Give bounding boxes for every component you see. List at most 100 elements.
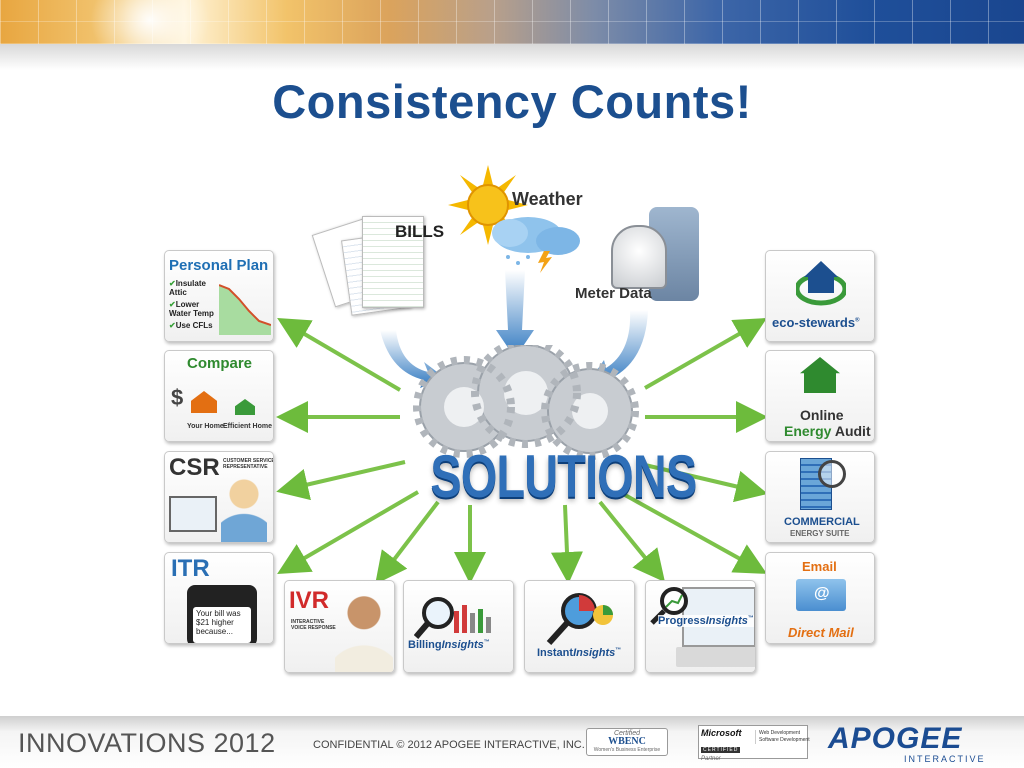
csr-tile[interactable]: CSR CUSTOMER SERVICE REPRESENTATIVE: [164, 451, 274, 543]
check-icon: ✔: [169, 279, 176, 288]
magnifier-pie-icon: [546, 593, 613, 646]
electric-meter-icon: [611, 225, 667, 289]
meter-input: Meter Data: [575, 205, 715, 310]
top-banner: [0, 0, 1024, 44]
apogee-sub: INTERACTIVE: [904, 754, 986, 764]
arrow-to-personal-plan: [277, 317, 402, 392]
ivr-title: IVR: [289, 587, 330, 614]
eco-house-icon: [796, 261, 846, 306]
commercial-line2: ENERGY SUITE: [790, 529, 850, 538]
progress-prefix: Progress: [658, 615, 706, 627]
plan-item-3: ✔Use CFLs: [169, 321, 221, 330]
arrow-to-progress: [598, 500, 666, 583]
magnifier-graph-icon: [650, 587, 688, 625]
csr-title: CSR: [169, 454, 220, 481]
dollar-sign: $: [171, 385, 184, 410]
arrow-to-commercial: [644, 463, 768, 503]
arrow-to-ivr: [375, 500, 440, 585]
personal-plan-tile[interactable]: Personal Plan ✔Insulate Attic ✔Lower Wat…: [164, 250, 274, 342]
ms-left: Microsoft CERTIFIED Partner: [701, 728, 753, 762]
gears-icon: [413, 345, 639, 460]
at-icon: @: [814, 585, 830, 602]
personal-plan-title: Personal Plan: [169, 257, 269, 274]
weather-input: Weather: [448, 165, 588, 275]
eco-label-text: eco-stewards: [772, 315, 856, 330]
arrow-to-email: [624, 493, 767, 574]
check-icon: ✔: [169, 300, 176, 309]
plan-item-2-label: Lower Water Temp: [169, 300, 214, 318]
footer-confidential: CONFIDENTIAL © 2012 APOGEE INTERACTIVE, …: [313, 739, 585, 751]
plan-item-2: ✔Lower Water Temp: [169, 300, 221, 318]
wbenc-desc: Women's Business Enterprise: [593, 747, 661, 753]
direct-mail-label: Direct Mail: [788, 625, 854, 640]
audit-audit: Audit: [831, 423, 871, 439]
agent-photo: [221, 478, 267, 542]
your-home-icon: [191, 391, 217, 413]
arrow-to-eco-stewards: [644, 318, 767, 390]
ivr-tile[interactable]: IVR INTERACTIVE VOICE RESPONSE: [284, 580, 395, 673]
email-direct-mail-tile[interactable]: Email @ Direct Mail: [765, 552, 875, 644]
bill-paper-front: [362, 216, 424, 308]
microsoft-partner-badge: Microsoft CERTIFIED Partner Web Developm…: [698, 725, 810, 762]
ms-name: Microsoft: [701, 728, 742, 738]
billing-tm: ™: [483, 639, 490, 646]
billing-insights-tile[interactable]: BillingInsights™: [403, 580, 514, 673]
green-house-icon: [800, 357, 840, 393]
sun-cloud-icon: [448, 165, 580, 273]
monitor-icon: [169, 496, 217, 532]
personal-plan-list: ✔Insulate Attic ✔Lower Water Temp ✔Use C…: [169, 279, 221, 330]
phone-screen: Your bill was $21 higher because...: [193, 607, 251, 643]
banner-shadow: [0, 44, 1024, 70]
csr-subtitle: CUSTOMER SERVICE REPRESENTATIVE: [223, 458, 274, 470]
instant-insights-tile[interactable]: InstantInsights™: [524, 580, 635, 673]
billing-prefix: Billing: [408, 639, 442, 651]
online-energy-audit-tile[interactable]: Online Energy Audit: [765, 350, 875, 442]
wbenc-badge: Certified WBENC Women's Business Enterpr…: [586, 728, 668, 756]
billing-suffix: Insights: [441, 639, 484, 651]
instant-tm: ™: [615, 647, 622, 654]
billing-insights-label: BillingInsights™: [408, 639, 490, 651]
audit-line1: Online: [800, 407, 844, 423]
laptop-base: [676, 647, 755, 667]
progress-suffix: Insights: [705, 615, 748, 627]
meter-data-label: Meter Data: [575, 285, 652, 302]
plan-chart-icon: [219, 284, 271, 335]
building-magnifier-icon: [818, 460, 846, 488]
ivr-subtitle: INTERACTIVE VOICE RESPONSE: [291, 619, 336, 631]
commercial-energy-suite-tile[interactable]: COMMERCIAL ENERGY SUITE: [765, 451, 875, 543]
apogee-logo: APOGEE INTERACTIVE: [828, 722, 1003, 764]
plan-item-3-label: Use CFLs: [175, 321, 213, 330]
your-home-label: Your Home: [187, 423, 224, 430]
ms-right-1: Web Development: [759, 730, 801, 736]
bills-input: BILLS: [311, 210, 445, 325]
itr-message: Your bill was $21 higher because...: [196, 609, 241, 636]
wbenc-certified: Certified: [613, 730, 641, 737]
commercial-line1: COMMERCIAL: [784, 516, 860, 528]
arrow-from-weather: [496, 270, 534, 358]
itr-tile[interactable]: ITR Your bill was $21 higher because...: [164, 552, 274, 644]
bills-label: BILLS: [395, 222, 445, 241]
compare-title: Compare: [187, 355, 253, 372]
envelope-icon: @: [796, 579, 846, 611]
compare-tile[interactable]: Compare $ Your Home Efficient Home: [164, 350, 274, 442]
instant-insights-label: InstantInsights™: [537, 647, 621, 659]
itr-title: ITR: [171, 555, 210, 582]
solutions-label: SOLUTIONS: [430, 443, 697, 510]
ms-partner: Partner: [701, 756, 721, 762]
email-label: Email: [802, 559, 837, 574]
efficient-home-icon: [235, 399, 255, 415]
arrow-to-instant: [551, 504, 583, 584]
progress-tm: ™: [747, 615, 754, 622]
weather-label: Weather: [512, 189, 583, 209]
ms-cert: CERTIFIED: [701, 747, 741, 753]
phone-icon: Your bill was $21 higher because...: [187, 585, 257, 643]
eco-stewards-tile[interactable]: eco-stewards®: [765, 250, 875, 342]
slide-title: Consistency Counts!: [272, 75, 752, 128]
progress-insights-tile[interactable]: ProgressInsights™: [645, 580, 756, 673]
instant-suffix: Insights: [573, 647, 616, 659]
audit-energy: Energy: [784, 423, 832, 439]
check-icon: ✔: [169, 321, 176, 330]
banner-flare: [90, 0, 210, 44]
caller-photo: [335, 587, 393, 672]
apogee-name: APOGEE: [828, 722, 963, 755]
